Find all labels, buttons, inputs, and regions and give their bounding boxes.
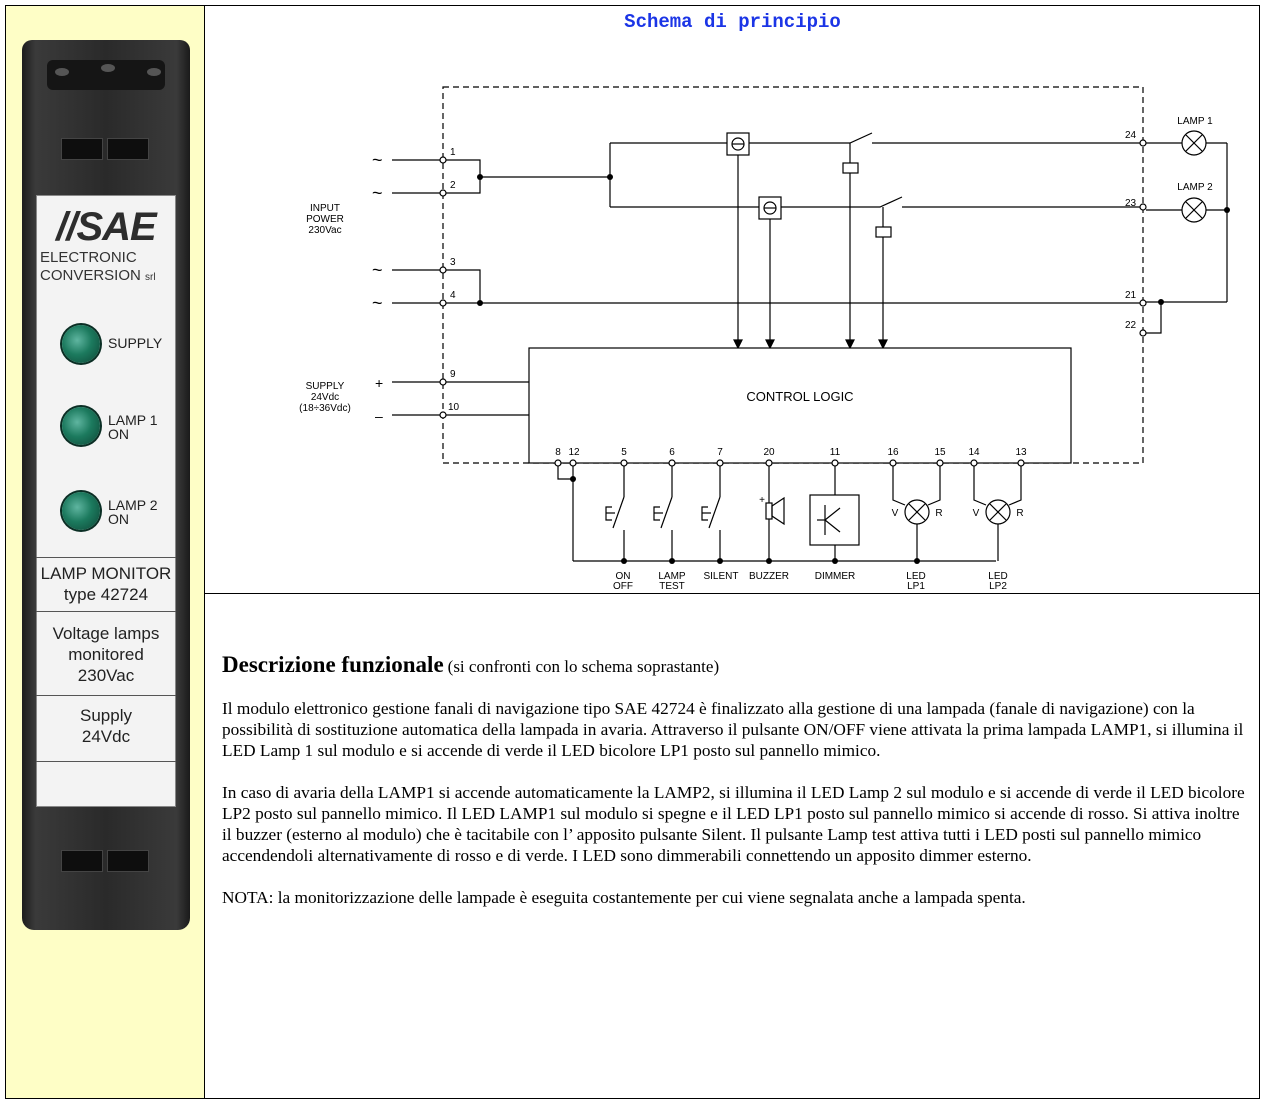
svg-text:23: 23 xyxy=(1125,198,1137,209)
svg-text:6: 6 xyxy=(669,447,675,458)
svg-text:20: 20 xyxy=(763,447,775,458)
ac-symbol: ~ xyxy=(372,183,383,203)
svg-text:24Vdc: 24Vdc xyxy=(311,392,339,403)
lamp1-label: LAMP 1 xyxy=(1177,116,1213,127)
supply-line1: Supply xyxy=(80,706,132,725)
svg-text:(18÷36Vdc): (18÷36Vdc) xyxy=(299,403,351,414)
company-name-line2: CONVERSION srl xyxy=(40,267,156,284)
ac-symbol: ~ xyxy=(372,293,383,313)
device-slot xyxy=(61,138,103,160)
svg-text:1: 1 xyxy=(450,147,456,158)
svg-text:LP2: LP2 xyxy=(989,581,1007,592)
label-divider xyxy=(36,611,176,612)
svg-text:3: 3 xyxy=(450,257,456,268)
lamp1-led xyxy=(62,407,100,445)
ac-symbol: ~ xyxy=(372,260,383,280)
led-lp2-label: LED xyxy=(988,571,1007,582)
svg-text:2: 2 xyxy=(450,180,456,191)
label-divider xyxy=(36,557,176,558)
svg-text:R: R xyxy=(935,508,942,519)
svg-text:TEST: TEST xyxy=(659,581,685,592)
device-slot xyxy=(61,850,103,872)
svg-text:POWER: POWER xyxy=(306,214,344,225)
device-slot xyxy=(107,138,149,160)
screw xyxy=(147,68,161,76)
product-name: LAMP MONITOR xyxy=(40,564,172,583)
svg-text:OFF: OFF xyxy=(613,581,633,592)
svg-text:230Vac: 230Vac xyxy=(308,225,341,236)
lamp2-label: LAMP 2 xyxy=(1177,182,1213,193)
schematic-diagram: ~ ~ ~ ~ + – INPUT POWER 230Vac SUPPLY 24… xyxy=(299,86,1230,592)
supply-led xyxy=(62,325,100,363)
svg-text:7: 7 xyxy=(717,447,723,458)
page-frame xyxy=(5,5,1260,1099)
ac-symbol: ~ xyxy=(372,150,383,170)
supply-led-label: SUPPLY xyxy=(108,335,163,351)
minus-symbol: – xyxy=(375,408,383,424)
voltage-line1: Voltage lamps xyxy=(52,624,160,643)
screw xyxy=(55,68,69,76)
svg-text:15: 15 xyxy=(934,447,946,458)
svg-text:13: 13 xyxy=(1015,447,1027,458)
device-slot xyxy=(107,850,149,872)
svg-text:14: 14 xyxy=(968,447,980,458)
svg-text:4: 4 xyxy=(450,290,456,301)
lamp2-led xyxy=(62,492,100,530)
description-heading: Descrizione funzionale xyxy=(222,652,444,677)
screw xyxy=(101,64,115,72)
svg-text:24: 24 xyxy=(1125,130,1137,141)
device-image: //SAE ELECTRONIC CONVERSION srl SUPPLY L… xyxy=(17,40,197,930)
svg-text:22: 22 xyxy=(1125,320,1137,331)
svg-text:16: 16 xyxy=(887,447,899,458)
device-front-label: //SAE ELECTRONIC CONVERSION srl SUPPLY L… xyxy=(36,195,176,807)
description-paragraph: In caso di avaria della LAMP1 si accende… xyxy=(222,783,1245,865)
svg-text:LP1: LP1 xyxy=(907,581,925,592)
svg-text:V: V xyxy=(892,508,899,519)
functional-description: Descrizione funzionale (si confronti con… xyxy=(222,652,1252,908)
company-name-line1: ELECTRONIC xyxy=(40,249,137,266)
supply-label: SUPPLY xyxy=(306,381,345,392)
schema-title: Schema di principio xyxy=(624,11,841,33)
voltage-line3: 230Vac xyxy=(77,666,135,685)
svg-text:+: + xyxy=(759,495,765,506)
svg-text:R: R xyxy=(1016,508,1023,519)
label-divider xyxy=(36,695,176,696)
svg-text:9: 9 xyxy=(450,369,456,380)
sae-logo: //SAE xyxy=(56,205,156,249)
svg-text:V: V xyxy=(973,508,980,519)
dimmer-label: DIMMER xyxy=(815,571,856,582)
plus-symbol: + xyxy=(375,375,383,391)
led-lp1-label: LED xyxy=(906,571,925,582)
svg-text:21: 21 xyxy=(1125,290,1137,301)
svg-text:8: 8 xyxy=(555,447,561,458)
description-note: NOTA: la monitorizzazione delle lampade … xyxy=(222,888,1026,907)
svg-text:5: 5 xyxy=(621,447,627,458)
svg-text:12: 12 xyxy=(568,447,580,458)
label-divider xyxy=(36,761,176,762)
onoff-label: ON xyxy=(616,571,631,582)
svg-text:11: 11 xyxy=(830,447,841,458)
supply-line2: 24Vdc xyxy=(81,727,131,746)
description-heading-note: (si confronti con lo schema soprastante) xyxy=(447,657,720,676)
input-power-label: INPUT xyxy=(310,203,340,214)
control-logic-label: CONTROL LOGIC xyxy=(746,389,853,404)
buzzer-label: BUZZER xyxy=(749,571,789,582)
description-paragraph: Il modulo elettronico gestione fanali di… xyxy=(222,699,1244,760)
lamptest-label: LAMP xyxy=(658,571,686,582)
product-type: type 42724 xyxy=(63,585,149,604)
section-divider xyxy=(205,593,1260,594)
silent-label: SILENT xyxy=(703,571,738,582)
voltage-line2: monitored xyxy=(68,645,144,664)
svg-text:10: 10 xyxy=(448,402,460,413)
